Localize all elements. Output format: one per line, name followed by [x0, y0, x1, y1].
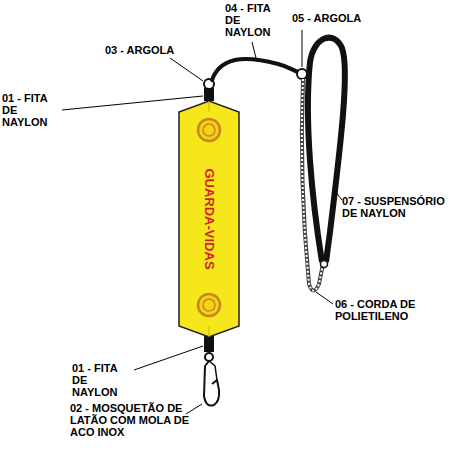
tube-lettering: GUARDA-VIDAS — [202, 168, 217, 269]
part-label: 04 - FITA DE NAYLON — [225, 2, 283, 38]
leader-line — [170, 58, 203, 81]
leader-line — [186, 404, 202, 414]
part-label: 03 - ARGOLA — [105, 44, 195, 56]
carabiner-eye — [205, 353, 213, 361]
carabiner-gate — [209, 361, 217, 380]
rescue-tube: GUARDA-VIDAS — [178, 100, 240, 338]
ring — [297, 69, 307, 79]
nylon-strap — [212, 59, 298, 80]
tube-seam — [209, 101, 210, 112]
emblem-ring — [203, 124, 215, 136]
part-label: 06 - CORDA DE POLIETILENO — [335, 298, 435, 322]
emblem-ring — [203, 299, 215, 311]
tube-seam — [209, 326, 210, 337]
leader-line — [334, 190, 342, 200]
nylon-suspender — [308, 38, 345, 262]
leader-line — [302, 30, 303, 67]
emblem — [198, 294, 220, 316]
part-label: 05 - ARGOLA — [292, 12, 374, 24]
part-label: 07 - SUSPENSÓRIO DE NAYLON — [342, 195, 455, 219]
nylon-strap — [204, 336, 214, 352]
leader-line — [252, 42, 256, 58]
leader-line — [134, 346, 203, 370]
ring — [321, 261, 328, 268]
brass-carabiner — [204, 361, 219, 406]
tube-body — [179, 101, 239, 337]
part-label: 02 - MOSQUETÃO DE LATÃO COM MOLA DE ACO … — [70, 402, 202, 438]
part-label: 01 - FITA DE NAYLON — [2, 92, 62, 128]
emblem — [198, 119, 220, 141]
leader-line — [316, 292, 333, 304]
leader-line — [62, 96, 203, 110]
part-label: 01 - FITA DE NAYLON — [72, 362, 134, 398]
